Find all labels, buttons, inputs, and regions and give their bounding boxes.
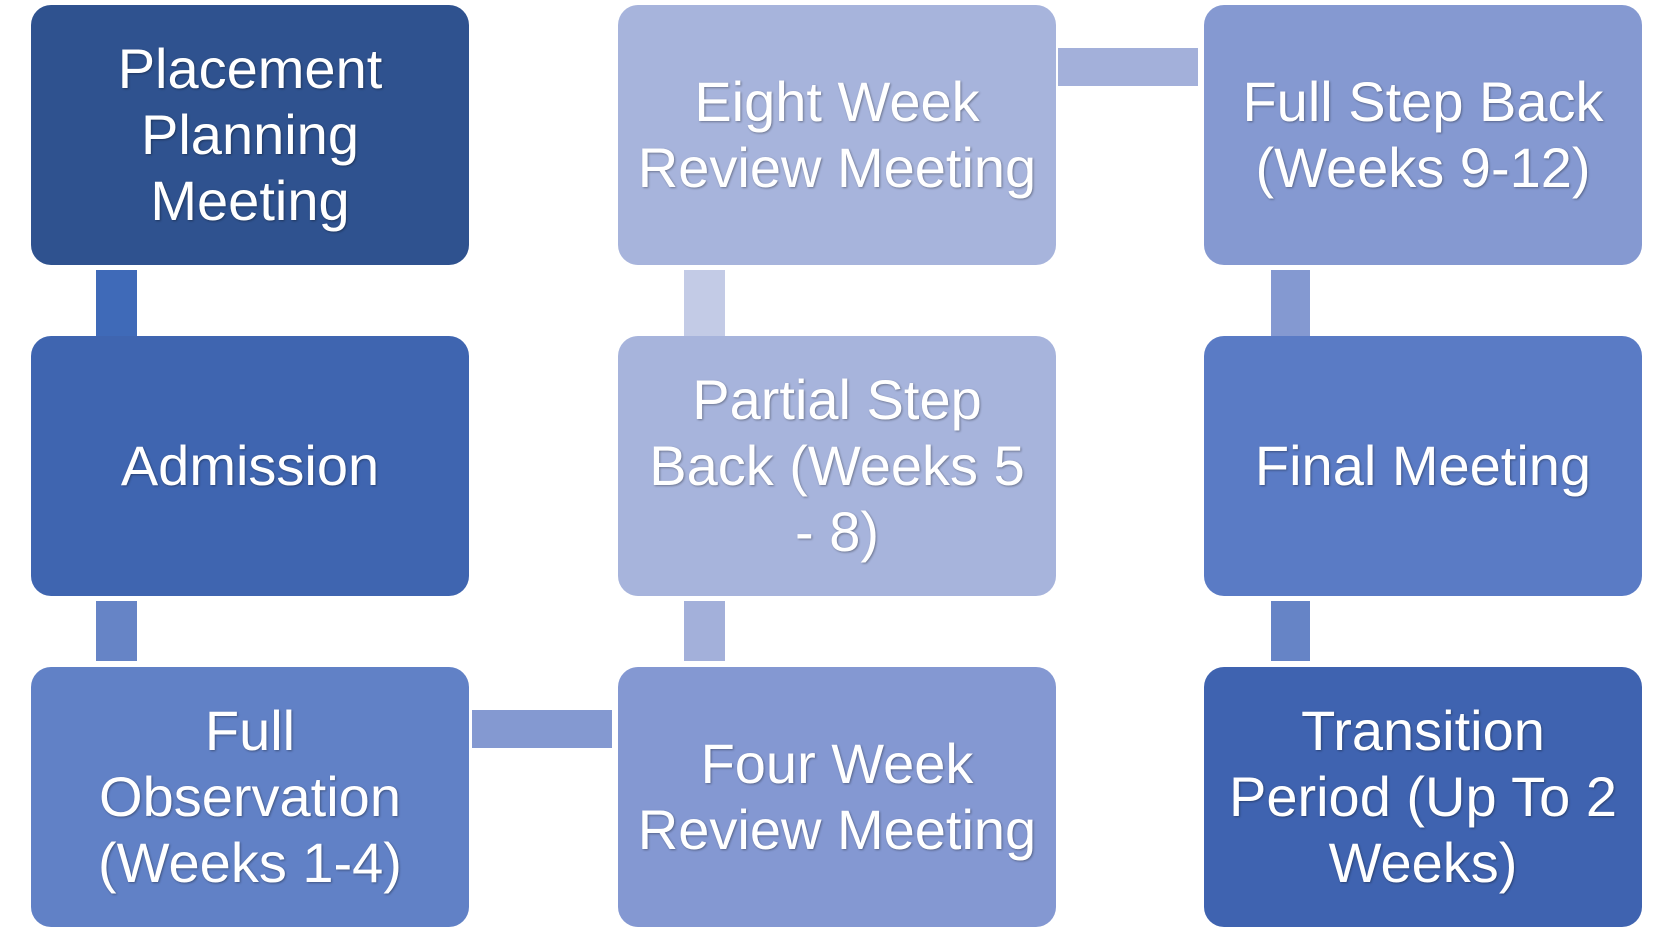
node-label: Placement Planning Meeting	[117, 37, 383, 232]
node-label: Final Meeting	[1254, 434, 1592, 497]
node-four-week-review-meeting: Four Week Review Meeting	[618, 667, 1056, 927]
node-full-observation: Full Observation (Weeks 1-4)	[31, 667, 469, 927]
node-eight-week-review-meeting: Eight Week Review Meeting	[618, 5, 1056, 265]
node-label: Four Week Review Meeting	[637, 732, 1037, 861]
connector-admission-to-full-observation	[96, 601, 137, 661]
connector-final-meeting-to-transition-period	[1271, 601, 1310, 661]
node-label: Admission	[120, 434, 380, 497]
node-final-meeting: Final Meeting	[1204, 336, 1642, 596]
connector-placement-to-admission	[96, 270, 137, 336]
connector-partial-step-back-to-eight-week-review	[684, 270, 725, 336]
connector-four-week-review-to-partial-step-back	[684, 601, 725, 661]
node-admission: Admission	[31, 336, 469, 596]
node-label: Partial Step Back (Weeks 5 - 8)	[649, 368, 1025, 563]
node-label: Full Step Back (Weeks 9-12)	[1242, 70, 1604, 199]
connector-full-observation-to-four-week-review	[472, 710, 612, 748]
connector-full-step-back-to-final-meeting	[1271, 270, 1310, 336]
node-partial-step-back: Partial Step Back (Weeks 5 - 8)	[618, 336, 1056, 596]
node-label: Eight Week Review Meeting	[637, 70, 1037, 199]
node-full-step-back: Full Step Back (Weeks 9-12)	[1204, 5, 1642, 265]
node-label: Transition Period (Up To 2 Weeks)	[1228, 699, 1618, 894]
node-transition-period: Transition Period (Up To 2 Weeks)	[1204, 667, 1642, 927]
connector-eight-week-review-to-full-step-back	[1058, 48, 1198, 86]
node-label: Full Observation (Weeks 1-4)	[98, 699, 402, 894]
node-placement-planning-meeting: Placement Planning Meeting	[31, 5, 469, 265]
